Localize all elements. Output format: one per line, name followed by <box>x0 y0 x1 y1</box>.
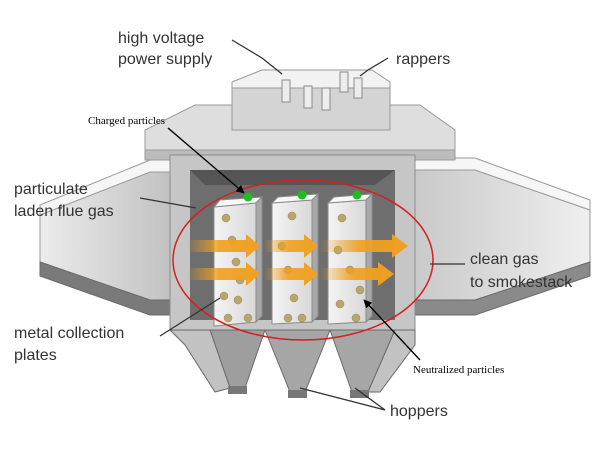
neutralized-particles-annotation: Neutralized particles <box>413 364 504 376</box>
charged-particle-dot <box>297 190 307 200</box>
power-supply-label-line1: high voltage <box>118 30 204 47</box>
particle <box>355 285 365 295</box>
particle <box>287 211 297 221</box>
charged-particle-dot <box>243 192 253 202</box>
rapper-2 <box>303 85 313 109</box>
clean-gas-label-line2: to smokestack <box>470 274 573 291</box>
flue-gas-label-line2: laden flue gas <box>14 203 114 220</box>
collection-plate-2 <box>270 192 320 325</box>
power-supply-leader <box>231 39 283 75</box>
charged-particle-markers <box>243 190 362 202</box>
hopper-2-outlet <box>288 390 307 398</box>
gas-flow-arrow <box>264 262 318 286</box>
leader-lines <box>139 39 465 411</box>
charged-particle-dot <box>352 190 362 200</box>
particle <box>335 299 345 309</box>
flue-gas-leader <box>139 197 197 209</box>
rapper-4 <box>339 71 349 93</box>
neutralized-particles-arrow <box>363 299 421 361</box>
rappers <box>281 71 363 111</box>
flue-gas-label-line1: particulate <box>14 181 88 198</box>
particle <box>289 293 299 303</box>
plates-label-line2: plates <box>14 347 57 364</box>
plates-leader <box>159 297 221 337</box>
hopper-3-outlet <box>350 390 369 398</box>
hopper-right-flange <box>367 329 416 393</box>
rapper-5 <box>353 77 363 99</box>
charged-particles-arrow <box>167 127 245 194</box>
hoppers-label: hoppers <box>390 403 448 420</box>
particle <box>351 313 361 323</box>
housing-interior-shade <box>190 170 395 185</box>
hoppers-leader-1 <box>299 387 386 411</box>
power-supply-box-top <box>231 69 391 89</box>
gas-flow-arrow <box>320 262 394 286</box>
gas-flow-arrow <box>264 234 318 258</box>
gas-flow-arrow <box>186 234 260 258</box>
particle <box>223 313 233 323</box>
rapper-1 <box>281 79 291 103</box>
particle <box>297 313 307 323</box>
hoppers-leader-2 <box>354 387 386 411</box>
particle <box>221 213 231 223</box>
power-supply-label-line2: power supply <box>118 51 212 68</box>
clean-gas-label-line1: clean gas <box>470 251 539 268</box>
rapper-3 <box>321 87 331 111</box>
rappers-label: rappers <box>396 51 450 68</box>
charged-particles-annotation: Charged particles <box>88 115 165 127</box>
particle <box>283 313 293 323</box>
highlight-ellipse <box>172 179 434 341</box>
diagram-labels: high voltage power supply rappers partic… <box>14 30 573 420</box>
particle <box>219 291 229 301</box>
particle <box>243 313 253 323</box>
particle <box>337 213 347 223</box>
gas-flow-arrow <box>186 262 260 286</box>
gas-flow-arrows <box>186 234 408 286</box>
particle <box>231 257 241 267</box>
hopper-left-flange <box>168 329 231 393</box>
particle <box>233 295 243 305</box>
collection-plate-3 <box>326 192 374 325</box>
gas-flow-arrow <box>320 234 408 258</box>
plates-label-line1: metal collection <box>14 325 124 342</box>
hopper-1-outlet <box>228 386 247 394</box>
rappers-leader <box>359 57 389 77</box>
